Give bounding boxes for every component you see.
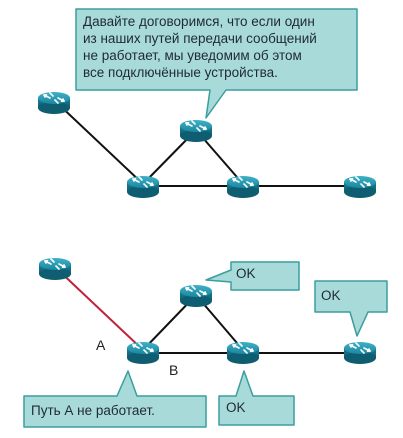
message-line-2: из наших путей передачи сообщений [83, 31, 317, 46]
router-icon [343, 341, 377, 365]
link-b-label: B [169, 362, 179, 378]
router-icon [126, 341, 160, 365]
ok-label-right: OK [321, 288, 341, 303]
link-a-label: A [96, 337, 106, 353]
ok-label-bottom: OK [226, 400, 246, 415]
ok-callout-bubble-bottom [218, 370, 295, 426]
message-line-3: не работает, мы уведомим об этом [83, 48, 302, 63]
message-line-1: Давайте договоримся, что если один [83, 14, 315, 29]
message-line-4: все подключённые устройства. [83, 65, 278, 80]
router-icon [179, 119, 213, 143]
ok-callout-bubble-right [314, 280, 388, 337]
router-icon [226, 341, 260, 365]
bottom-links [54, 266, 360, 354]
top-link-left [53, 99, 144, 185]
bottom-link-a-failed [54, 266, 144, 351]
router-icon [126, 175, 160, 199]
router-icon [38, 257, 72, 281]
ok-label-top: OK [236, 266, 256, 281]
router-icon [226, 175, 260, 199]
failure-note: Путь А не работает. [31, 403, 155, 418]
router-icon [179, 284, 213, 308]
ok-callout-bubble-top [205, 261, 300, 291]
router-icon [343, 175, 377, 199]
router-icon [37, 91, 71, 115]
message-callout-bubble [75, 8, 358, 119]
failure-callout-bubble [23, 370, 207, 428]
